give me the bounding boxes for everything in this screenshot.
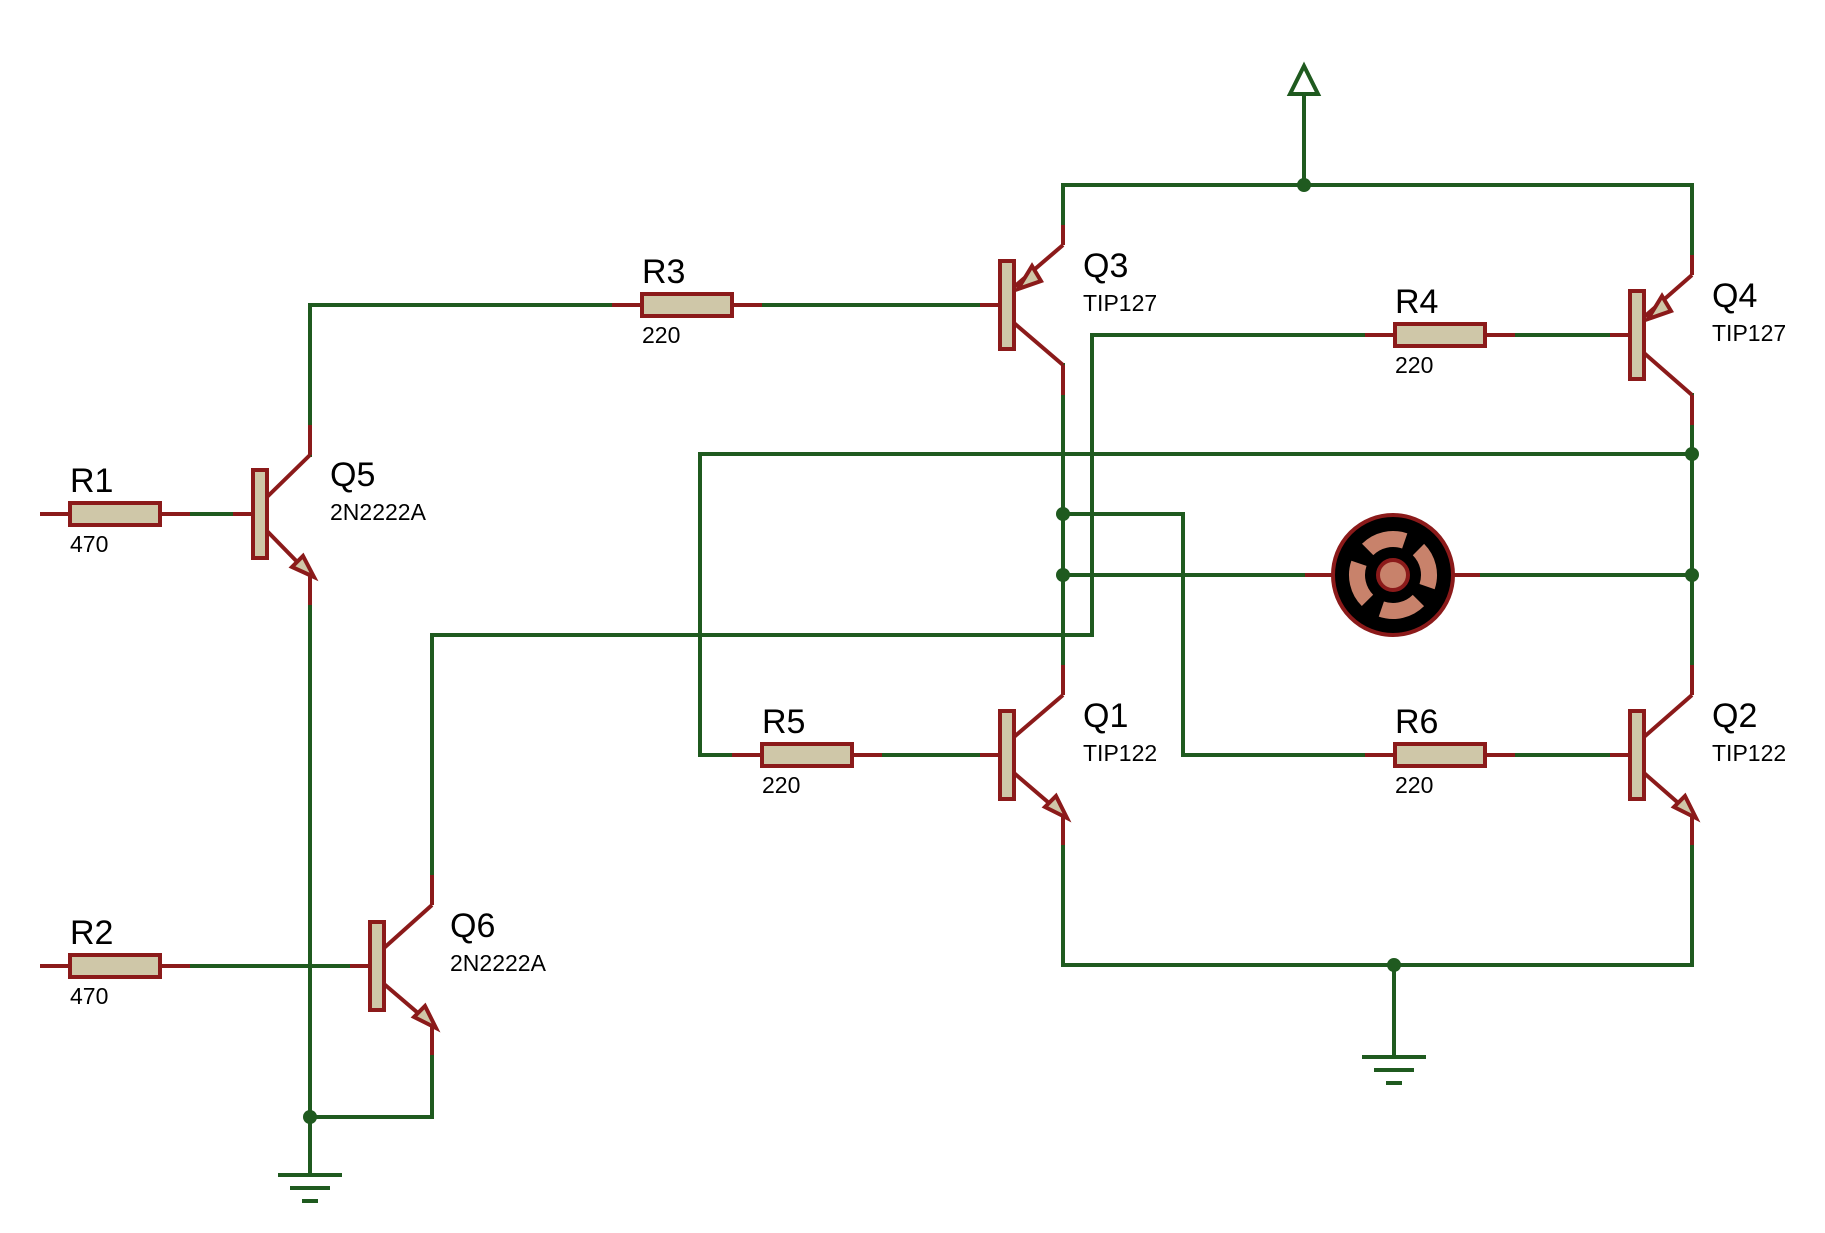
transistor-q1: Q1 TIP122 — [980, 665, 1157, 845]
junction-right-node-upper — [1685, 447, 1699, 461]
power-arrow-icon — [1286, 61, 1322, 102]
transistor-q6: Q6 2N2222A — [350, 875, 547, 1055]
ground-icon — [1362, 1055, 1426, 1085]
q5-label: Q5 — [330, 456, 375, 494]
junctions — [303, 178, 1699, 1124]
r5-value: 220 — [762, 772, 800, 798]
transistor-q4: Q4 TIP127 — [1610, 255, 1786, 425]
junction-low-rail — [1387, 958, 1401, 972]
junction-left-node-motor — [1056, 568, 1070, 582]
r3-label: R3 — [642, 253, 685, 291]
wire-right-node-r5 — [698, 452, 1694, 757]
wire-left-node-r6 — [1061, 512, 1367, 757]
r2-label: R2 — [70, 914, 113, 952]
q2-value: TIP122 — [1712, 740, 1786, 766]
q1-label: Q1 — [1083, 697, 1128, 735]
r6-label: R6 — [1395, 703, 1438, 741]
wire-low-rail — [1061, 813, 1694, 967]
r4-value: 220 — [1395, 352, 1433, 378]
wire-q5-collector-r3 — [308, 303, 614, 457]
r6-value: 220 — [1395, 772, 1433, 798]
q5-value: 2N2222A — [330, 499, 427, 525]
q6-label: Q6 — [450, 907, 495, 945]
resistor-r1: R1 470 — [40, 462, 190, 557]
resistor-r2: R2 470 — [40, 914, 190, 1009]
r5-label: R5 — [762, 703, 805, 741]
junction-right-node-motor — [1685, 568, 1699, 582]
resistor-r3: R3 220 — [612, 253, 762, 348]
q3-value: TIP127 — [1083, 290, 1157, 316]
wires — [188, 98, 1694, 1175]
q6-value: 2N2222A — [450, 950, 547, 976]
resistor-r6: R6 220 — [1365, 703, 1515, 798]
resistor-r5: R5 220 — [732, 703, 882, 798]
r3-value: 220 — [642, 322, 680, 348]
q3-label: Q3 — [1083, 247, 1128, 285]
r1-label: R1 — [70, 462, 113, 500]
motor-icon — [1305, 513, 1480, 637]
q2-label: Q2 — [1712, 697, 1757, 735]
q1-value: TIP122 — [1083, 740, 1157, 766]
transistor-q3: Q3 TIP127 — [980, 225, 1157, 395]
r2-value: 470 — [70, 983, 108, 1009]
r4-label: R4 — [1395, 283, 1438, 321]
junction-left-node-upper — [1056, 507, 1070, 521]
q4-value: TIP127 — [1712, 320, 1786, 346]
junction-left-gnd — [303, 1110, 317, 1124]
resistor-r4: R4 220 — [1365, 283, 1515, 378]
ground-icon — [278, 1173, 342, 1203]
wire-q6-collector-r4 — [430, 333, 1367, 877]
wire-q6-emitter-gnd — [308, 1053, 434, 1119]
q4-label: Q4 — [1712, 277, 1757, 315]
junction-vcc — [1297, 178, 1311, 192]
transistor-q2: Q2 TIP122 — [1610, 665, 1786, 845]
transistor-q5: Q5 2N2222A — [233, 425, 427, 605]
r1-value: 470 — [70, 531, 108, 557]
